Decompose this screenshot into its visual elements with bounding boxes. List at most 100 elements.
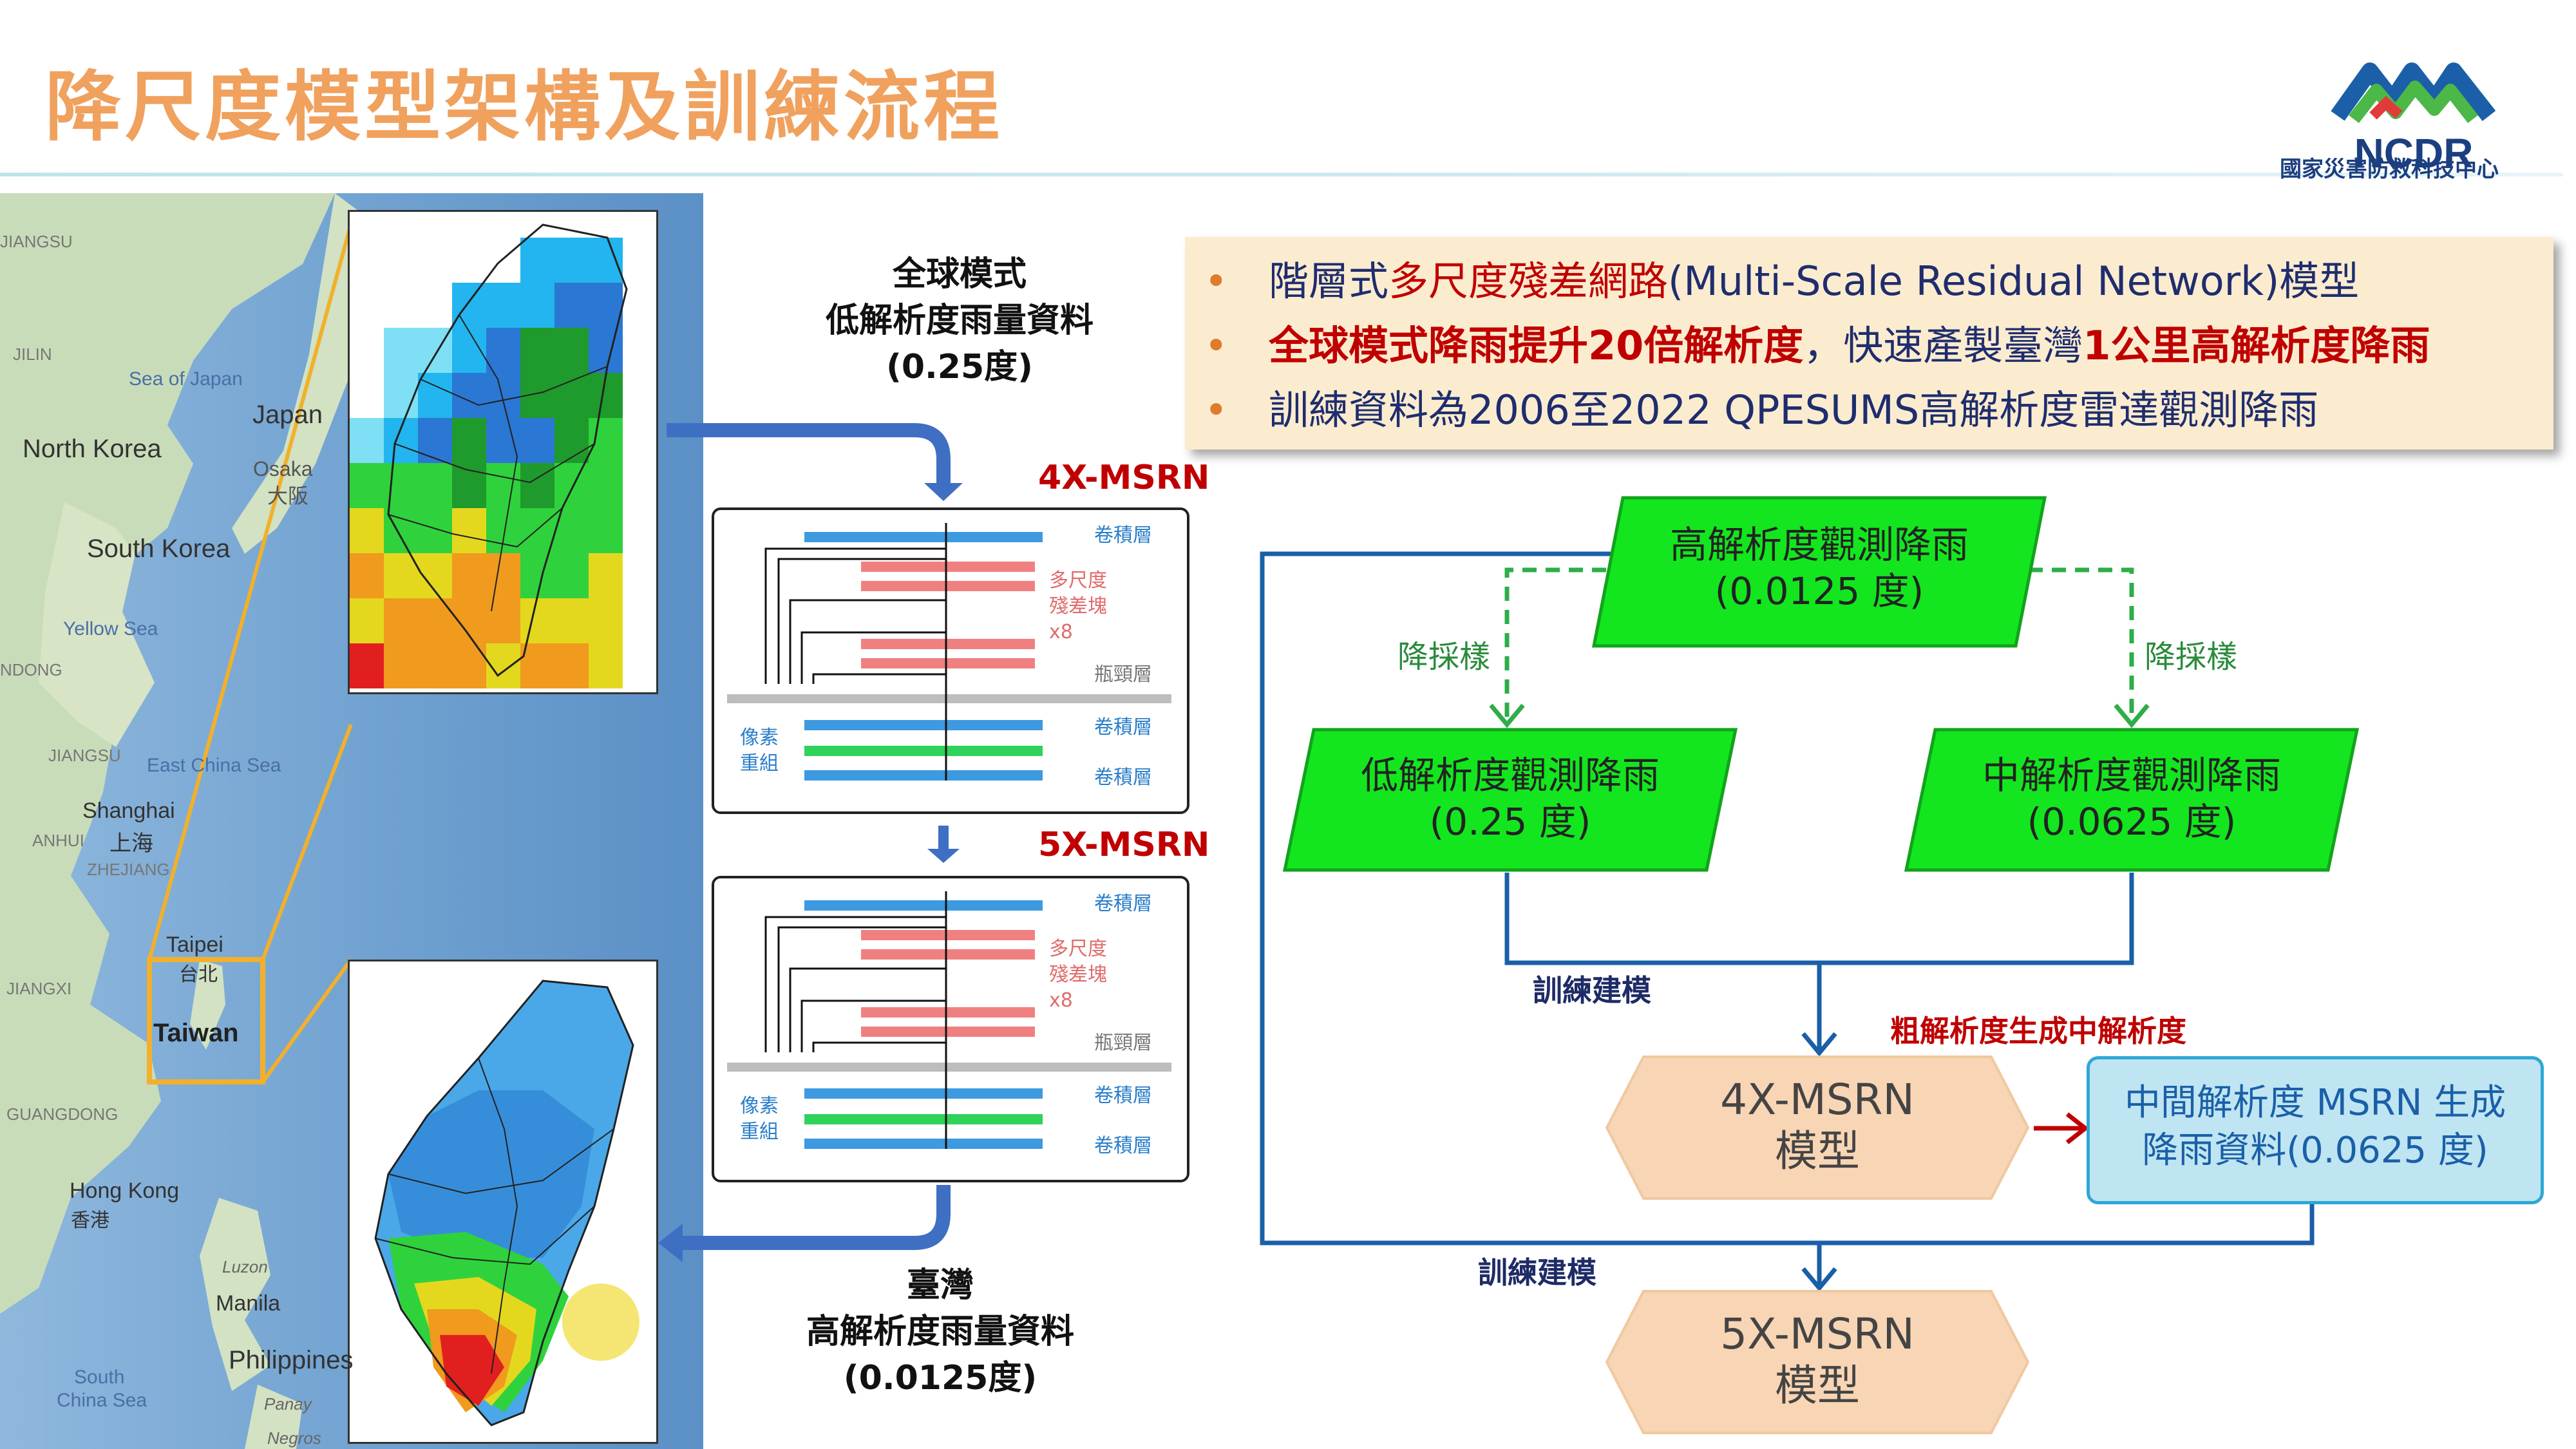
rainfall-grid-cell xyxy=(520,598,554,643)
map-label: Philippines xyxy=(229,1346,354,1374)
node-text: 中間解析度 MSRN 生成 xyxy=(2124,1082,2506,1124)
rainfall-grid-cell xyxy=(623,238,656,283)
rainfall-grid-cell xyxy=(623,463,656,508)
rainfall-grid-cell xyxy=(589,553,623,598)
intermediate-output-text: 中間解析度 MSRN 生成 降雨資料(0.0625 度) xyxy=(2087,1079,2544,1175)
coarse-to-mid-label: 粗解析度生成中解析度 xyxy=(1890,1014,2186,1048)
node-text: (0.0625 度) xyxy=(2027,800,2237,844)
rainfall-grid-cell xyxy=(623,598,656,643)
rainfall-grid-cell xyxy=(350,508,384,553)
output-caption-line-1: 臺灣 xyxy=(906,1266,974,1305)
page-title: 降尺度模型架構及訓練流程 xyxy=(45,62,1004,151)
conv-layer-label: 卷積層 xyxy=(1094,1084,1152,1107)
bottleneck-label: 瓶頸層 xyxy=(1094,663,1152,686)
msrb-label-line: 殘差塊 xyxy=(1049,595,1107,618)
rainfall-grid-cell xyxy=(350,463,384,508)
bullet-dot-icon: • xyxy=(1204,258,1228,305)
rainfall-grid-cell xyxy=(452,238,486,283)
rainfall-grid-cell xyxy=(384,598,418,643)
region-map: JIANGSU JILIN Sea of Japan North Korea J… xyxy=(0,193,703,1449)
rainfall-grid-cell xyxy=(384,373,418,418)
rainfall-grid-cell xyxy=(554,643,589,688)
map-label: JILIN xyxy=(13,345,52,364)
msrb-label: 多尺度 殘差塊 x8 xyxy=(1049,936,1107,1014)
downsample-left-label: 降採樣 xyxy=(1397,639,1491,675)
map-label: Shanghai xyxy=(82,799,175,823)
msrb-label-line: 多尺度 xyxy=(1049,938,1107,960)
bullet-text-highlight: 全球模式降雨提升20倍解析度 xyxy=(1269,322,1804,369)
map-label: JIANGXI xyxy=(6,979,72,998)
rainfall-grid-cell xyxy=(554,418,589,463)
bullet-item: •全球模式降雨提升20倍解析度，快速產製臺灣1公里高解析度降雨 xyxy=(1204,313,2430,371)
top-node: 高解析度觀測降雨 (0.0125 度) xyxy=(1591,522,2048,614)
arrow-head xyxy=(658,1224,683,1262)
msrb-label-line: x8 xyxy=(1049,989,1073,1012)
rainfall-grid-cell xyxy=(623,328,656,373)
arrow-head xyxy=(924,483,963,501)
rainfall-grid-cell xyxy=(350,283,384,328)
rainfall-grid-cell xyxy=(384,418,418,463)
pixel-shuffle-label: 像素 重組 xyxy=(740,1094,779,1145)
conv-layer-label: 卷積層 xyxy=(1094,893,1152,915)
map-label: ZHEJIANG xyxy=(87,860,170,879)
pixel-shuffle-line: 像素 xyxy=(740,726,779,749)
rainfall-grid-cell xyxy=(520,643,554,688)
rainfall-grid-cell xyxy=(350,373,384,418)
rainfall-grid-cell xyxy=(623,553,656,598)
rainfall-grid-cell xyxy=(486,373,520,418)
model2-node: 5X-MSRN 模型 xyxy=(1605,1309,2030,1412)
rainfall-grid-cell xyxy=(554,553,589,598)
rainfall-grid-cell xyxy=(589,328,623,373)
network-diagram-5x: 卷積層 多尺度 殘差塊 x8 瓶頸層 卷積層 卷積層 像素 重組 xyxy=(712,876,1189,1182)
conv-layer-label: 卷積層 xyxy=(1094,766,1152,789)
training-flow-connectors xyxy=(1260,551,2315,1292)
map-label: Japan xyxy=(252,401,323,429)
rainfall-grid-cell xyxy=(452,643,486,688)
msrb-label-line: 殘差塊 xyxy=(1049,963,1107,986)
map-label: East China Sea xyxy=(147,755,281,776)
rainfall-grid-cell xyxy=(623,373,656,418)
stage2-label: 5X-MSRN xyxy=(1038,826,1210,864)
pixel-shuffle-line: 重組 xyxy=(740,1121,779,1143)
conv-layer-label: 卷積層 xyxy=(1094,1135,1152,1157)
map-label: South xyxy=(74,1367,125,1388)
map-label: China Sea xyxy=(57,1390,147,1411)
rainfall-grid-cell xyxy=(486,553,520,598)
node-text: (0.25 度) xyxy=(1429,800,1591,844)
map-label: 上海 xyxy=(109,831,153,856)
rainfall-grid-cell xyxy=(384,328,418,373)
fine-rainfall-inset xyxy=(348,960,658,1444)
rainfall-grid-cell xyxy=(486,283,520,328)
rainfall-grid-cell xyxy=(350,643,384,688)
map-label: Sea of Japan xyxy=(129,368,243,390)
left-node-shape xyxy=(1282,728,1738,872)
rainfall-grid-cell xyxy=(452,418,486,463)
map-label: Panay xyxy=(264,1394,312,1414)
rainfall-grid-cell xyxy=(418,643,452,688)
rainfall-grid-cell xyxy=(554,373,589,418)
input-caption-line-2: 低解析度雨量資料 xyxy=(825,301,1094,340)
rainfall-grid-cell xyxy=(350,553,384,598)
left-node: 低解析度觀測降雨 (0.25 度) xyxy=(1282,752,1739,845)
rainfall-grid-cell xyxy=(418,463,452,508)
rainfall-grid-cell xyxy=(486,418,520,463)
rainfall-grid-cell xyxy=(418,418,452,463)
rainfall-grid-cell xyxy=(589,238,623,283)
rainfall-grid-cell xyxy=(384,643,418,688)
conv-layer-label: 卷積層 xyxy=(1094,716,1152,739)
rainfall-grid-cell xyxy=(520,418,554,463)
bullet-text-highlight: 多尺度殘差網路 xyxy=(1388,258,1669,305)
network-diagram-4x: 卷積層 多尺度 殘差塊 x8 瓶頸層 卷積層 卷積層 像素 重組 xyxy=(712,507,1189,814)
logo-wordmark: NCDR xyxy=(2354,130,2474,176)
rainfall-grid-cell xyxy=(384,283,418,328)
bottleneck-label: 瓶頸層 xyxy=(1094,1032,1152,1054)
rainfall-grid-cell xyxy=(520,328,554,373)
rainfall-grid-cell xyxy=(350,328,384,373)
rainfall-grid-cell xyxy=(554,238,589,283)
rainfall-grid-cell xyxy=(623,418,656,463)
top-node-shape xyxy=(1591,496,2047,648)
map-label: GUANGDONG xyxy=(6,1104,118,1124)
rainfall-grid-cell xyxy=(418,508,452,553)
node-text: 模型 xyxy=(1775,1126,1860,1176)
map-label: Luzon xyxy=(222,1257,268,1276)
